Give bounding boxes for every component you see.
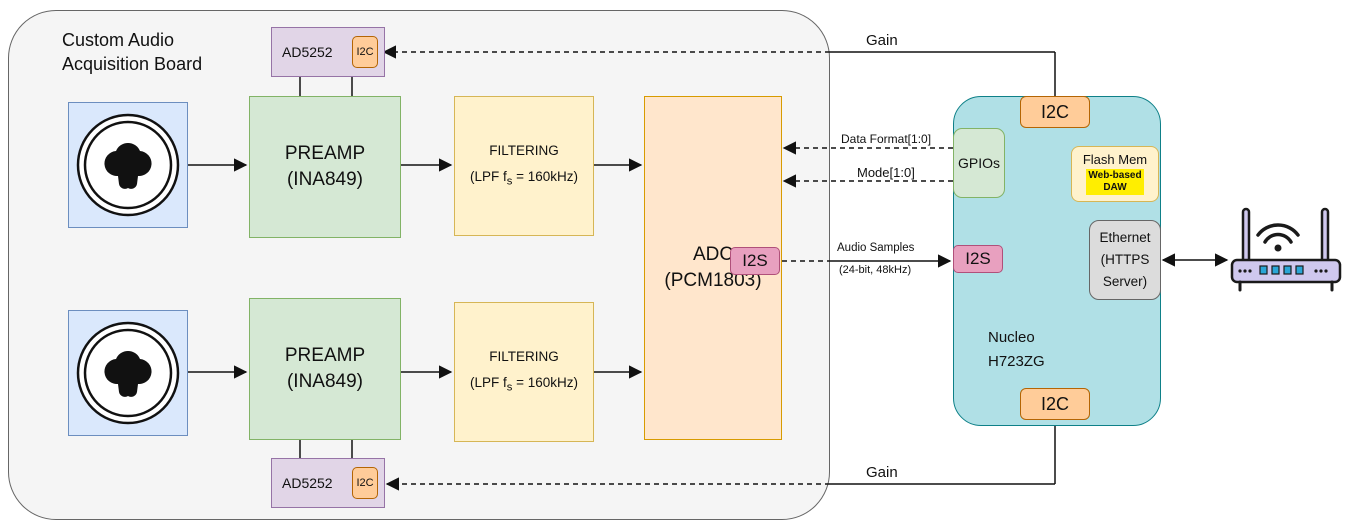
board-title: Custom Audio Acquisition Board [62,28,202,76]
filter-label: FILTERING [489,142,559,158]
filter-top: FILTERING (LPF fs = 160kHz) [454,96,594,236]
gain-label-bottom: Gain [866,464,898,481]
nucleo-label: Nucleo H723ZG [988,326,1045,374]
ad5252-label: AD5252 [282,44,333,60]
ethernet-line3: Server) [1102,274,1148,289]
filter-spec-sub: s [506,381,513,394]
nucleo-i2s-port: I2S [953,245,1003,273]
ad5252-bottom: AD5252 I2C [271,458,385,508]
nucleo-gpios: GPIOs [953,128,1005,198]
preamp-bottom: PREAMP (INA849) [249,298,401,440]
board-title-line1: Custom Audio [62,30,175,50]
flash-label: Flash Mem [1082,152,1148,167]
nucleo-i2c-top: I2C [1020,96,1090,128]
xlr-combo-jack-icon [76,113,180,217]
preamp-part: (INA849) [286,169,364,190]
daw-label-line1: Web-based [1088,170,1142,181]
nucleo-label-line1: Nucleo [988,329,1035,346]
filter-bottom: FILTERING (LPF fs = 160kHz) [454,302,594,442]
preamp-top: PREAMP (INA849) [249,96,401,238]
adc-label: ADC [692,244,734,265]
ad5252-i2c-port: I2C [352,36,378,68]
nucleo-label-line2: H723ZG [988,353,1045,370]
filter-spec: (LPF fs = 160kHz) [470,370,578,401]
flash-memory: Flash Mem Web-based DAW [1071,146,1159,202]
adc-part: (PCM1803) [664,270,762,291]
input-jack-bottom [68,310,188,436]
data-format-label: Data Format[1:0] [841,132,932,146]
gain-label-top: Gain [866,32,898,49]
filter-spec-prefix: (LPF f [469,374,507,390]
adc-i2s-port: I2S [730,247,780,275]
ethernet-line2: (HTTPS [1100,252,1150,267]
daw-label-line2: DAW [1103,182,1127,193]
preamp-label: PREAMP [284,345,366,366]
filter-label: FILTERING [489,348,559,364]
board-title-line2: Acquisition Board [62,54,203,74]
nucleo-i2c-bottom: I2C [1020,388,1090,420]
daw-label: Web-based DAW [1086,169,1144,195]
ethernet-line1: Ethernet [1099,230,1151,245]
filter-spec-prefix: (LPF f [469,168,507,184]
ad5252-top: AD5252 I2C [271,27,385,77]
audio-samples-label: Audio Samples [837,242,915,254]
wifi-router-icon [1230,207,1342,292]
xlr-combo-jack-icon [76,321,180,425]
filter-spec-sub: s [506,175,513,188]
filter-spec-suffix: = 160kHz) [512,168,579,184]
mode-label: Mode[1:0] [857,165,915,180]
ad5252-label: AD5252 [282,475,333,491]
ethernet-server: Ethernet (HTTPS Server) [1089,220,1161,300]
ad5252-i2c-port: I2C [352,467,378,499]
input-jack-top [68,102,188,228]
preamp-label: PREAMP [284,143,366,164]
filter-spec: (LPF fs = 160kHz) [470,164,578,195]
audio-format-label: (24-bit, 48kHz) [839,264,912,276]
preamp-part: (INA849) [286,371,364,392]
filter-spec-suffix: = 160kHz) [512,374,579,390]
